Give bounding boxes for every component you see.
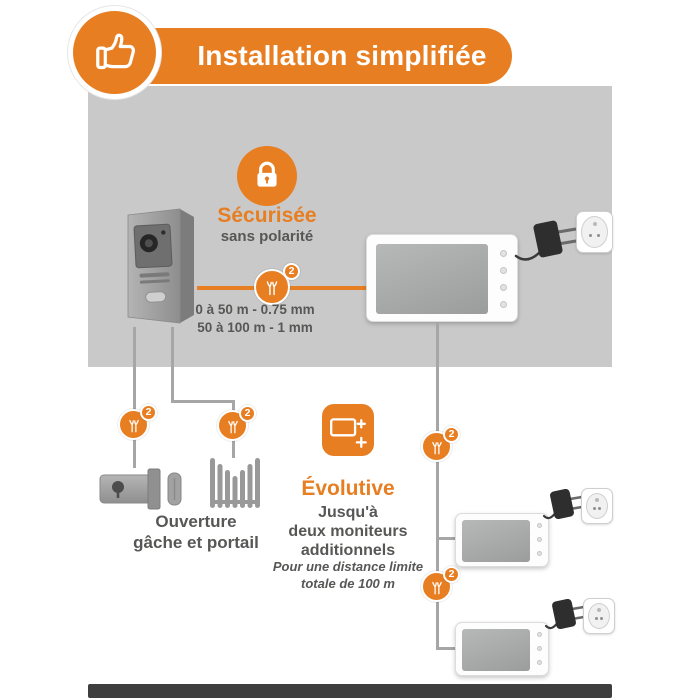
evolutive-title: Évolutive (301, 477, 395, 500)
wire-stub-monitor2 (436, 647, 458, 650)
monitor-button (537, 537, 542, 542)
outlet-hole (592, 507, 596, 511)
thumbs-up-badge (68, 6, 161, 99)
wall-outlet (581, 488, 613, 524)
wire-count-badge: 2 (239, 405, 256, 422)
extra-monitor-2 (455, 622, 549, 676)
monitor-button (537, 660, 542, 665)
wire-2-icon: 2 (118, 404, 159, 445)
plug-prong (557, 227, 577, 234)
wire-stub-monitor1 (436, 537, 458, 540)
wire-specs: 0 à 50 m - 0.75 mm 50 à 100 m - 1 mm (163, 301, 347, 337)
monitor-screen (462, 629, 530, 671)
outlet-hole (589, 233, 592, 237)
wire-2-icon: 2 (254, 263, 302, 309)
monitor-button (537, 646, 542, 651)
outlet-earth-pin (597, 608, 601, 613)
wire-strands-icon (128, 419, 139, 432)
plug-prong (569, 495, 583, 501)
wire-circle (217, 410, 248, 441)
monitor-screen (376, 244, 488, 314)
outlet-hole (597, 233, 600, 237)
wall-outlet (583, 598, 615, 634)
wire-spec-line1: 0 à 50 m - 0.75 mm (195, 302, 315, 317)
outlet-hole (594, 617, 598, 621)
monitor-button (500, 301, 507, 308)
page-title: Installation simplifiée (197, 40, 487, 71)
adapter-body (552, 598, 576, 630)
power-adapter (542, 488, 583, 520)
outlet-hole (598, 507, 602, 511)
main-monitor-device (366, 234, 518, 322)
opening-label: Ouverture gâche et portail (101, 511, 291, 553)
wire-count-badge: 2 (443, 566, 460, 583)
extra-monitor-1 (455, 513, 549, 567)
evolutive-line1: Jusqu'à (318, 504, 378, 521)
thumbs-up-icon (95, 33, 135, 69)
evolutive-description: Jusqu'à deux moniteurs additionnels (256, 503, 440, 560)
wire-count-badge: 2 (443, 426, 460, 443)
outlet-earth-pin (592, 222, 597, 227)
bottom-bar (88, 684, 612, 698)
monitor-button (537, 632, 542, 637)
secure-title: Sécurisée (217, 204, 317, 227)
monitor-button (500, 250, 507, 257)
electric-strike-device (99, 468, 182, 510)
wire-strands-icon (227, 420, 238, 433)
adapter-body (533, 220, 563, 258)
secure-subtitle: sans polarité (220, 228, 314, 245)
evolutive-line2: deux moniteurs (288, 523, 408, 540)
opening-line1: Ouverture (155, 512, 237, 531)
adapter-body (550, 488, 574, 520)
outlet-hole (600, 617, 604, 621)
wire-2-icon: 2 (217, 405, 258, 446)
gate-icon (210, 458, 260, 508)
evolutive-line3: additionnels (300, 542, 396, 559)
monitor-button (500, 284, 507, 291)
wire-2-icon: 2 (421, 426, 462, 467)
wire-spec-line2: 50 à 100 m - 1 mm (197, 320, 313, 335)
evolutive-note-line2: totale de 100 m (301, 576, 395, 591)
wire-to-lock-line (133, 327, 136, 468)
monitor-add-badge (322, 404, 374, 456)
wire-strands-icon (431, 581, 442, 594)
plug-prong (571, 605, 585, 611)
power-adapter (544, 598, 585, 630)
wire-count-badge: 2 (140, 404, 157, 421)
wire-count-badge: 2 (283, 263, 300, 280)
wire-strands-icon (431, 441, 442, 454)
wire-circle (421, 431, 452, 462)
power-cable (514, 250, 542, 261)
wire-2-icon: 2 (421, 566, 462, 607)
monitor-button (537, 551, 542, 556)
outlet-socket (581, 216, 608, 248)
outlet-socket (588, 603, 610, 629)
monitor-button (537, 523, 542, 528)
monitor-add-icon (330, 418, 367, 448)
wire-strands-icon (266, 281, 278, 296)
wire-to-extra-monitors-line (436, 322, 439, 650)
title-banner: Installation simplifiée (118, 28, 512, 84)
wire-to-gate-line (171, 327, 174, 403)
padlock-badge (237, 146, 297, 206)
padlock-icon (257, 161, 277, 187)
outlet-socket (586, 493, 608, 519)
evolutive-note: Pour une distance limite totale de 100 m (252, 558, 444, 592)
evolutive-note-line1: Pour une distance limite (272, 559, 424, 574)
opening-line2: gâche et portail (133, 533, 259, 552)
wall-outlet (576, 211, 613, 253)
wire-to-gate-line (171, 400, 235, 403)
monitor-screen (462, 520, 530, 562)
power-adapter (514, 220, 577, 261)
monitor-button (500, 267, 507, 274)
outlet-earth-pin (595, 498, 599, 503)
door-station-device (127, 208, 194, 324)
